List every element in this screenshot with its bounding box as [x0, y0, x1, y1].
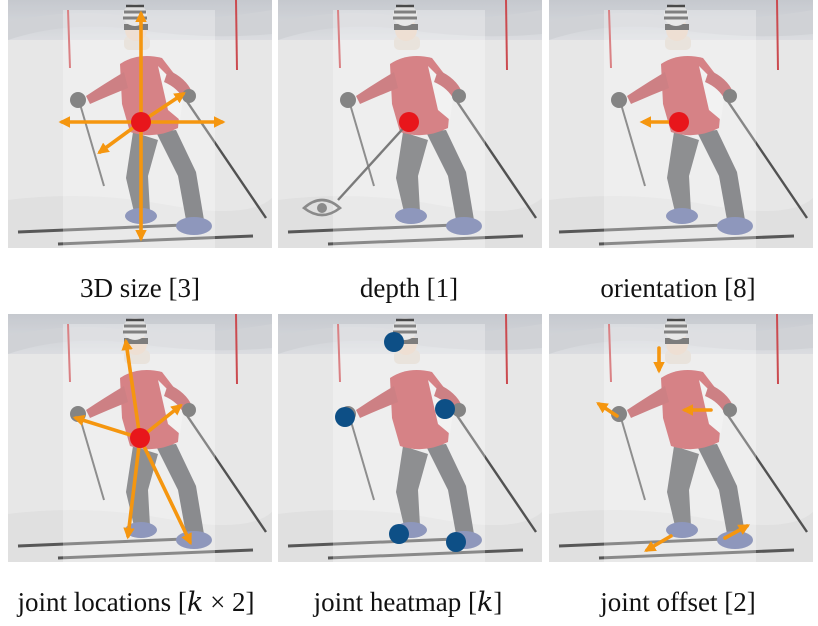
center-dot [669, 112, 689, 132]
panel-joint-offset [549, 314, 813, 562]
center-dot [131, 112, 151, 132]
caption-3d-size: 3D size [3] [0, 275, 285, 302]
joint-dot-left-foot [389, 524, 409, 544]
caption-joint-locations: joint locations [k × 2] [0, 589, 281, 616]
center-dot [399, 112, 419, 132]
joint-dot-head [384, 332, 404, 352]
panel-orientation [549, 0, 813, 248]
joint-dot-right-foot [446, 532, 466, 552]
caption-orientation: orientation [8] [533, 275, 818, 302]
caption-depth: depth [1] [264, 275, 554, 302]
panel-joint-heatmap [278, 314, 542, 562]
caption-joint-offset: joint offset [2] [533, 589, 818, 616]
joint-dot-left-hand [335, 407, 355, 427]
panel-joint-locations [8, 314, 272, 562]
panel-3d-size [8, 0, 272, 248]
panel-depth [278, 0, 542, 248]
center-dot [130, 428, 150, 448]
joint-dot-right-hand [435, 399, 455, 419]
caption-joint-heatmap: joint heatmap [k] [263, 589, 553, 616]
